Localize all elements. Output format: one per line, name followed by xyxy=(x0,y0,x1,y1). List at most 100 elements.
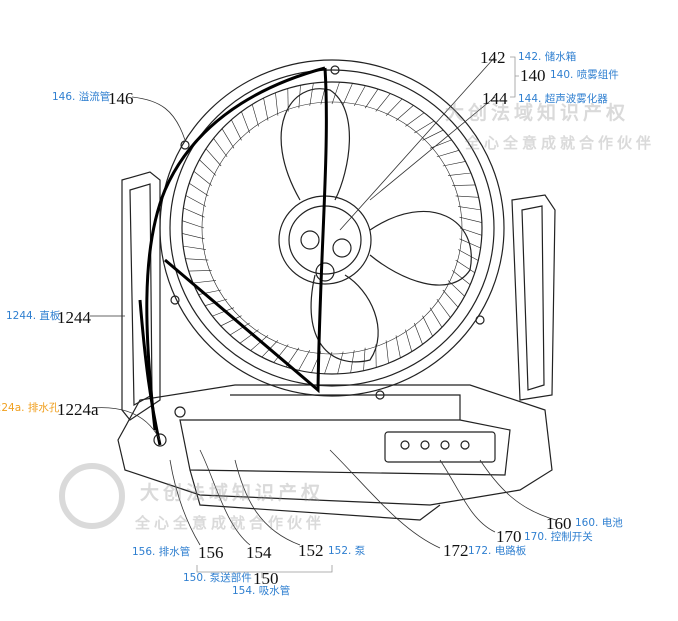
label-160: 160. 电池 xyxy=(575,517,623,529)
grille-spoke xyxy=(298,349,311,371)
label-142: 142. 储水箱 xyxy=(518,51,577,63)
grille-spoke xyxy=(385,98,403,116)
grille-spoke xyxy=(447,172,471,176)
grille-spoke xyxy=(250,335,269,351)
grille-spoke xyxy=(452,270,471,285)
grille-spoke xyxy=(429,307,443,328)
grille-spoke xyxy=(185,195,207,207)
grille-spoke xyxy=(405,112,425,127)
grille-spoke xyxy=(193,280,217,284)
label-146: 146. 溢流管 xyxy=(52,91,111,103)
grille-spoke xyxy=(251,104,259,127)
grille-spoke xyxy=(342,83,353,105)
label-152: 152. 泵 xyxy=(328,545,366,557)
grille-spoke xyxy=(193,171,212,186)
label-154: 154. 吸水管 xyxy=(232,585,291,597)
grille-spoke xyxy=(183,207,205,218)
ref-num-144: 144 xyxy=(482,89,508,108)
grille-spoke xyxy=(212,307,235,317)
grille-spoke xyxy=(213,138,228,158)
watermark-logo xyxy=(59,463,125,529)
fan-blade xyxy=(369,211,472,286)
grille-spoke xyxy=(229,322,250,336)
grille-spoke xyxy=(395,335,401,358)
grille-spoke xyxy=(458,206,481,211)
grille-spoke xyxy=(182,233,205,240)
grille-spoke xyxy=(447,280,465,297)
grille-spoke xyxy=(414,120,435,134)
grille-spoke xyxy=(442,289,459,308)
ref-num-1224a: 1224a xyxy=(57,400,99,419)
ref-num-140: 140 xyxy=(520,66,546,85)
ref-num-154: 154 xyxy=(246,543,272,562)
grille-spoke xyxy=(188,270,212,272)
grille-spoke xyxy=(459,227,482,236)
overflow-pipe xyxy=(145,66,326,431)
grille-spoke xyxy=(198,289,222,295)
grille-spoke xyxy=(182,220,205,229)
label-144: 144. 超声波雾化器 xyxy=(518,93,608,105)
grille-spoke xyxy=(241,111,251,134)
watermark-text: 大创法域知识产权 xyxy=(140,482,325,504)
grille-spoke xyxy=(189,182,209,197)
grille-spoke xyxy=(324,351,333,374)
grille-spoke xyxy=(275,92,279,116)
label-172: 172. 电路板 xyxy=(468,545,527,557)
grille-spoke xyxy=(183,245,206,250)
grille-spoke xyxy=(298,85,301,109)
ref-num-152: 152 xyxy=(298,541,324,560)
fan-blade xyxy=(310,274,379,363)
base xyxy=(117,384,553,506)
grille-spoke xyxy=(436,298,451,318)
label-150: 150. 泵送部件 xyxy=(183,572,252,584)
grille-spoke xyxy=(413,322,423,345)
watermark-slogan: 全心全意成就合作伙伴 xyxy=(135,514,326,532)
grille-spoke xyxy=(363,347,366,371)
label-140: 140. 喷雾组件 xyxy=(550,69,619,81)
grille-spoke xyxy=(185,258,209,261)
ref-num-142: 142 xyxy=(480,48,506,67)
grille-spoke xyxy=(263,98,269,121)
grille-spoke xyxy=(309,83,314,106)
fan-outer-ring xyxy=(159,59,505,397)
ref-num-150: 150 xyxy=(253,569,279,588)
grille-spoke xyxy=(353,85,366,107)
grille-spoke xyxy=(422,315,433,337)
grille-spoke xyxy=(457,249,479,261)
grille-spoke xyxy=(331,82,340,105)
grille-spoke xyxy=(364,88,379,109)
grille-spoke xyxy=(205,148,222,167)
ref-num-1244: 1244 xyxy=(57,308,91,327)
grille-spoke xyxy=(405,329,413,352)
ref-num-146: 146 xyxy=(108,89,134,108)
label-1224a: 1224a. 排水孔 xyxy=(0,402,60,414)
grille-spoke xyxy=(429,139,452,149)
grille-spoke xyxy=(199,159,217,176)
grille-spoke xyxy=(239,329,259,344)
label-1244: 1244. 直板 xyxy=(6,310,61,322)
left-frame xyxy=(121,171,161,421)
grille-spoke xyxy=(455,259,475,274)
grille-spoke xyxy=(221,128,235,149)
label-156: 156. 排水管 xyxy=(132,546,191,558)
watermark-slogan: 全心全意成就合作伙伴 xyxy=(465,134,656,152)
grille-spoke xyxy=(459,238,481,249)
label-170: 170. 控制开关 xyxy=(524,531,593,543)
fan-blade xyxy=(280,88,350,201)
grille-spoke xyxy=(442,161,466,167)
right-frame xyxy=(511,194,556,401)
watermark-text: 大创法域知识产权 xyxy=(445,102,630,124)
grille-spoke xyxy=(452,184,476,186)
ref-num-160: 160 xyxy=(546,514,572,533)
grille-spoke xyxy=(385,340,389,364)
grille-spoke xyxy=(273,344,289,363)
grille-spoke xyxy=(231,119,242,141)
grille-spoke xyxy=(436,150,460,158)
ref-num-156: 156 xyxy=(198,543,224,562)
grille-spoke xyxy=(455,195,479,198)
grille-spoke xyxy=(395,105,414,121)
ref-num-172: 172 xyxy=(443,541,469,560)
grille-spoke xyxy=(337,351,344,374)
drain-pipe xyxy=(164,67,328,394)
